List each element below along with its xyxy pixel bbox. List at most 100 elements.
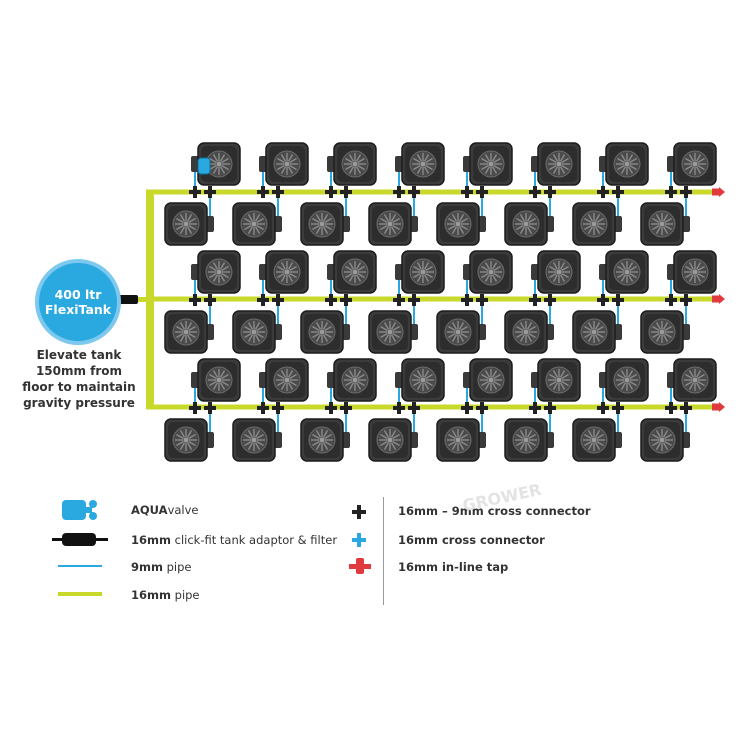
pot-spoke (247, 334, 254, 342)
pot-spoke (458, 334, 465, 342)
pot-spoke (526, 334, 533, 342)
pot-spoke (277, 272, 285, 279)
pot-spoke (219, 166, 226, 174)
pot-spoke (561, 265, 569, 272)
pot-spoke (549, 164, 557, 171)
pot-spoke (312, 325, 320, 332)
cross-connector (189, 298, 201, 302)
pot-spoke (549, 272, 557, 279)
pot-spoke (188, 224, 196, 231)
pot-spoke (416, 370, 423, 378)
pot-spoke (519, 334, 526, 342)
pot-hub (352, 377, 358, 383)
pot (436, 186, 488, 246)
pot-spoke (256, 217, 264, 224)
pot-spoke (312, 224, 320, 231)
pot-spoke (186, 430, 193, 438)
inline-tap (712, 403, 719, 411)
pot-spoke (392, 217, 400, 224)
cross-connector (325, 298, 337, 302)
cross-connector (393, 190, 405, 194)
cross-connector (544, 190, 556, 194)
pot (232, 294, 284, 354)
pot-spoke (423, 166, 430, 174)
pot-spoke (519, 214, 526, 222)
cross-connector (665, 298, 677, 302)
pot-spoke (627, 166, 634, 174)
pot (325, 358, 377, 414)
pot-hub (183, 437, 189, 443)
pot-spoke (662, 214, 669, 222)
pot-spoke (596, 433, 604, 440)
pot-spoke (617, 272, 625, 279)
pot-spoke (629, 265, 637, 272)
pot-spoke (655, 430, 662, 438)
pot-spoke (176, 440, 184, 447)
legend-9mm-pipe-label: 9mm pipe (131, 560, 192, 574)
pot-spoke (425, 164, 433, 171)
pot-hub (523, 437, 529, 443)
pot-spoke (212, 382, 219, 390)
pot-spoke (481, 380, 489, 387)
pot-spoke (528, 440, 536, 447)
legend-thin: valve (167, 503, 199, 517)
pot-spoke (322, 322, 329, 330)
pot-spoke (458, 214, 465, 222)
pot-spoke (491, 166, 498, 174)
cross-connector (393, 298, 405, 302)
pot-hub (251, 437, 257, 443)
pot (300, 402, 352, 462)
pot-spoke (451, 226, 458, 234)
main-16mm-pipe (146, 404, 712, 410)
pot-spoke (627, 382, 634, 390)
pot-spoke (685, 164, 693, 171)
pot-spoke (519, 322, 526, 330)
pot (393, 250, 445, 306)
pot-spoke (685, 272, 693, 279)
pot-spoke (552, 262, 559, 270)
pot-hub (591, 329, 597, 335)
pot-spoke (280, 262, 287, 270)
pot-spoke (423, 274, 430, 282)
pot-spoke (416, 382, 423, 390)
pot-spoke (481, 265, 489, 272)
cross-connector (680, 298, 692, 302)
pot-spoke (516, 332, 524, 339)
cross-connector (189, 190, 201, 194)
pot-spoke (390, 334, 397, 342)
pot-spoke (596, 217, 604, 224)
pot-spoke (451, 334, 458, 342)
pot-spoke (287, 382, 294, 390)
pot-hub (352, 161, 358, 167)
pot-spoke (312, 217, 320, 224)
pot-spoke (355, 370, 362, 378)
tank-adaptor-filter-icon (62, 533, 96, 546)
pot-spoke (526, 214, 533, 222)
pot (164, 402, 216, 462)
pot-spoke (493, 380, 501, 387)
pot-spoke (247, 442, 254, 450)
pot-spoke (188, 433, 196, 440)
pot-spoke (617, 164, 625, 171)
pot-spoke (549, 380, 557, 387)
pot-spoke (451, 214, 458, 222)
tank-adaptor-filter (118, 295, 138, 304)
pot (393, 358, 445, 414)
cross-connector (597, 406, 609, 410)
pot-spoke (209, 164, 217, 171)
pot-hub (319, 221, 325, 227)
pot-spoke (685, 265, 693, 272)
cross-connector (272, 190, 284, 194)
pot-spoke (664, 433, 672, 440)
pot-spoke (584, 217, 592, 224)
pot-hub (420, 161, 426, 167)
pot-spoke (209, 373, 217, 380)
pot-spoke (348, 166, 355, 174)
pot-spoke (392, 325, 400, 332)
pot (665, 142, 717, 198)
pot-spoke (212, 262, 219, 270)
legend-adaptor-label: 16mm click-fit tank adaptor & filter (131, 533, 337, 547)
pot-spoke (617, 265, 625, 272)
pot-spoke (587, 430, 594, 438)
pot-spoke (629, 272, 637, 279)
